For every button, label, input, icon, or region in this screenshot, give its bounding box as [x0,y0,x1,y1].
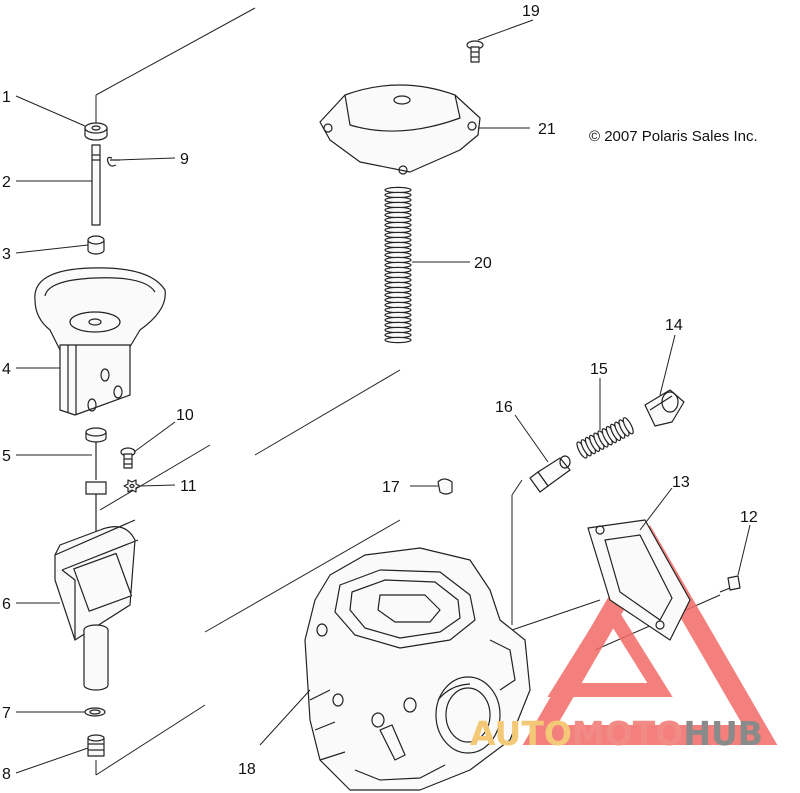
callout-2: 2 [2,174,11,191]
part-plunger-nut [644,389,685,427]
watermark-logo-mark [522,525,778,745]
part-jet [87,734,105,757]
callout-21: 21 [538,121,556,138]
callout-3: 3 [2,246,11,263]
watermark-moto: MOTO [572,714,683,753]
part-o-ring [84,707,106,717]
copyright-text: © 2007 Polaris Sales Inc. [589,128,758,145]
part-e-clip [106,156,120,167]
callout-1: 1 [2,89,11,106]
leader-lines [15,19,751,774]
part-clip [437,478,453,495]
watermark-hub: HUB [683,714,763,753]
callout-14: 14 [665,317,683,334]
part-screw [120,447,136,469]
part-spacer [87,235,105,255]
callout-labels: 1 2 3 4 5 6 7 8 9 10 11 12 13 14 15 16 1… [2,3,758,783]
callout-20: 20 [474,255,492,272]
part-top-cover [319,84,481,175]
part-cap [84,122,108,141]
callout-7: 7 [2,705,11,722]
watermark-wordmark: AUTOMOTOHUB [470,714,763,753]
callout-9: 9 [180,151,189,168]
part-gasket [587,519,691,641]
part-spring [384,186,412,344]
callout-6: 6 [2,596,11,613]
callout-4: 4 [2,361,11,378]
part-throttle-valve [54,519,139,691]
part-needle-holder [85,427,107,540]
watermark-auto: AUTO [470,714,572,753]
part-small-spring [576,417,634,459]
callout-19: 19 [522,3,540,20]
callout-18: 18 [238,761,256,778]
callout-13: 13 [672,474,690,491]
callout-10: 10 [176,407,194,424]
part-diaphragm-slide [34,267,166,416]
callout-15: 15 [590,361,608,378]
part-needle [91,144,101,226]
part-carburetor-body [304,547,531,791]
callout-16: 16 [495,399,513,416]
part-cover-screw [466,40,484,63]
part-star-washer [123,479,141,493]
part-small-screw [719,575,741,593]
callout-17: 17 [382,479,400,496]
callout-5: 5 [2,448,11,465]
callout-12: 12 [740,509,758,526]
callout-8: 8 [2,766,11,783]
assembly-lines [95,7,721,776]
part-plunger [529,455,571,493]
callout-11: 11 [180,478,197,495]
